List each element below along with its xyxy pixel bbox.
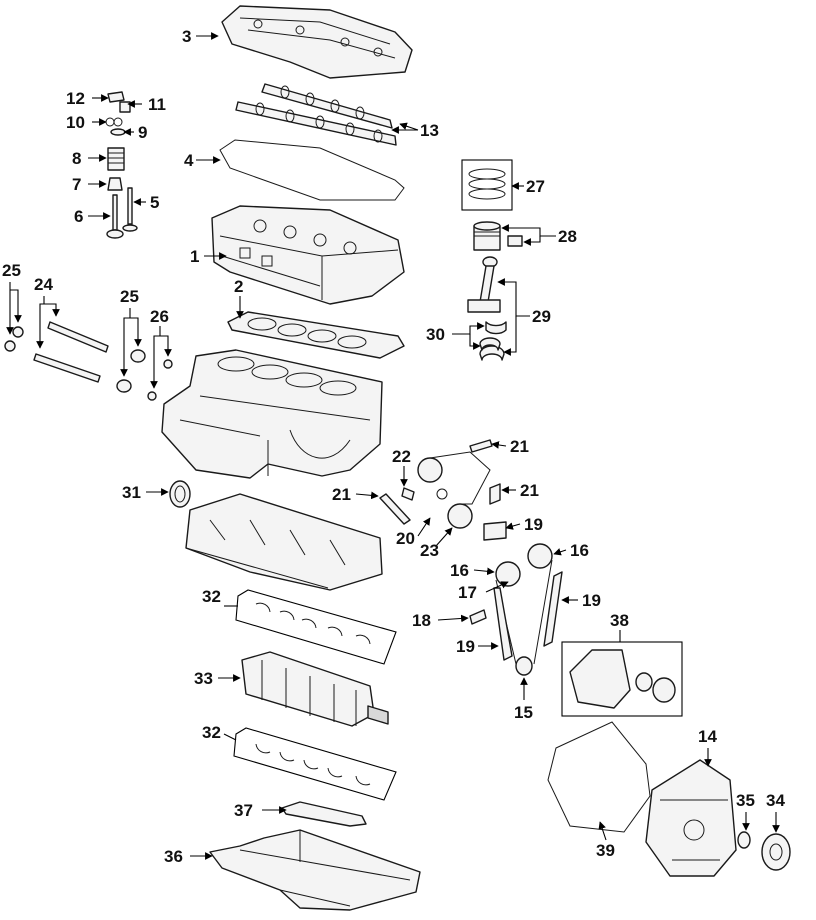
callout-19-right: 19 (582, 591, 601, 610)
callout-14: 14 (698, 727, 717, 746)
engine-block-drawing (161, 349, 383, 479)
callout-labels: 3 12 11 10 9 8 7 5 6 13 4 1 2 27 28 29 3… (2, 27, 785, 866)
callout-34: 34 (766, 791, 785, 810)
leader-lines (6, 32, 780, 860)
callout-28: 28 (558, 227, 577, 246)
callout-24: 24 (34, 275, 53, 294)
callout-30: 30 (426, 325, 445, 344)
callout-20: 20 (396, 529, 415, 548)
valve-train-parts-drawing (105, 91, 138, 239)
callout-19-top: 19 (524, 515, 543, 534)
callout-31: 31 (122, 483, 141, 502)
timing-cover-drawing (645, 759, 737, 877)
timing-cover-gasket-drawing (547, 721, 651, 833)
balance-shafts-drawing (4, 321, 173, 401)
callout-38: 38 (610, 611, 629, 630)
callout-11: 11 (148, 95, 166, 114)
callout-15: 15 (514, 703, 533, 722)
callout-18: 18 (412, 611, 431, 630)
callout-17: 17 (458, 583, 477, 602)
crankshaft-pulley-drawing (761, 833, 791, 871)
oil-pump-kit-drawing (561, 641, 683, 717)
callout-39: 39 (596, 841, 615, 860)
callout-26: 26 (150, 307, 169, 326)
callout-25-right: 25 (120, 287, 139, 306)
main-bearings-lower-drawing (233, 727, 397, 801)
callout-2: 2 (234, 277, 243, 296)
oil-pan-gasket-drawing (281, 801, 367, 827)
callout-37: 37 (234, 801, 253, 820)
connecting-rod-drawing (467, 256, 505, 361)
piston-drawing (473, 221, 523, 251)
piston-rings-drawing (461, 159, 513, 211)
valve-cover-drawing (221, 5, 413, 79)
callout-23: 23 (420, 541, 439, 560)
callout-35: 35 (736, 791, 755, 810)
callout-16-right: 16 (570, 541, 589, 560)
cylinder-head-drawing (211, 205, 405, 305)
camshafts-drawing (235, 83, 397, 146)
oil-pan-drawing (209, 829, 421, 911)
callout-25-left: 25 (2, 261, 21, 280)
callout-4: 4 (184, 151, 194, 170)
callout-8: 8 (72, 149, 81, 168)
callout-9: 9 (138, 123, 147, 142)
callout-21-left: 21 (332, 485, 351, 504)
lower-crankcase-drawing (185, 493, 383, 591)
timing-chain-drive-drawing (379, 439, 563, 676)
callout-22: 22 (392, 447, 411, 466)
callout-7: 7 (72, 175, 81, 194)
callout-21-right: 21 (520, 481, 539, 500)
callout-36: 36 (164, 847, 183, 866)
callout-19-bottom: 19 (456, 637, 475, 656)
callout-3: 3 (182, 27, 191, 46)
callout-32-bottom: 32 (202, 723, 221, 742)
head-gasket-drawing (227, 311, 405, 359)
main-bearings-upper-drawing (235, 589, 397, 665)
callout-12: 12 (66, 89, 85, 108)
callout-27: 27 (526, 177, 545, 196)
callout-33: 33 (194, 669, 213, 688)
front-seal-drawing (737, 831, 751, 849)
crankshaft-drawing (241, 651, 389, 727)
callout-16-left: 16 (450, 561, 469, 580)
callout-32-top: 32 (202, 587, 221, 606)
callout-13: 13 (420, 121, 439, 140)
rod-bearings-drawing (479, 321, 507, 351)
valve-cover-gasket-drawing (219, 139, 405, 201)
rear-main-seal-drawing (169, 480, 191, 508)
callout-5: 5 (150, 193, 159, 212)
callout-10: 10 (66, 113, 85, 132)
callout-21-top: 21 (510, 437, 529, 456)
callout-1: 1 (190, 247, 199, 266)
callout-29: 29 (532, 307, 551, 326)
callout-6: 6 (74, 207, 83, 226)
